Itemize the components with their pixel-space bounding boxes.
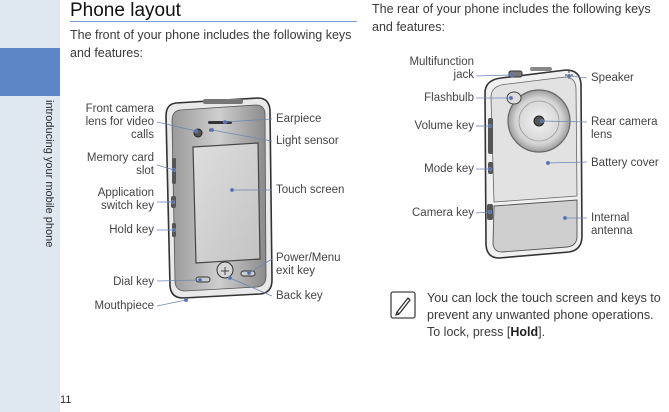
label-rear-camera-lens: Rear camera lens xyxy=(591,116,658,141)
label-light-sensor: Light sensor xyxy=(276,135,339,147)
rear-intro: The rear of your phone includes the foll… xyxy=(372,2,651,34)
label-front-camera: Front camera lens for video calls xyxy=(85,103,154,141)
note-text: You can lock the touch screen and keys t… xyxy=(427,290,669,341)
label-application-switch-key: Application switch key xyxy=(97,187,154,212)
note-text-part2: ]. xyxy=(538,325,546,339)
label-hold-key: Hold key xyxy=(109,224,154,236)
page-number: 11 xyxy=(60,394,72,406)
label-flashbulb: Flashbulb xyxy=(424,92,474,104)
label-power-menu-exit-key: Power/Menu exit key xyxy=(276,252,341,277)
label-back-key: Back key xyxy=(276,290,323,302)
page-title: Phone layout xyxy=(70,0,181,21)
label-volume-key: Volume key xyxy=(414,120,474,132)
label-mouthpiece: Mouthpiece xyxy=(94,300,154,312)
label-multifunction-jack: Multifunction jack xyxy=(409,56,474,81)
rear-phone xyxy=(484,67,583,259)
chapter-label: introducing your mobile phone xyxy=(43,100,55,248)
label-earpiece: Earpiece xyxy=(276,113,322,125)
note-text-part1: You can lock the touch screen and keys t… xyxy=(427,291,661,339)
label-camera-key: Camera key xyxy=(412,207,474,219)
note-bold-key: Hold xyxy=(510,325,539,339)
title-rule xyxy=(70,21,357,22)
chapter-tab xyxy=(0,48,60,96)
note-pencil-icon xyxy=(390,291,416,319)
label-internal-antenna: Internal antenna xyxy=(591,212,633,237)
label-battery-cover: Battery cover xyxy=(591,157,659,169)
front-intro: The front of your phone includes the fol… xyxy=(70,28,352,60)
label-touch-screen: Touch screen xyxy=(276,184,345,196)
front-phone xyxy=(165,97,273,299)
label-speaker: Speaker xyxy=(591,72,634,84)
label-mode-key: Mode key xyxy=(424,163,474,175)
label-dial-key: Dial key xyxy=(113,276,154,288)
label-memory-card-slot: Memory card slot xyxy=(86,152,154,177)
